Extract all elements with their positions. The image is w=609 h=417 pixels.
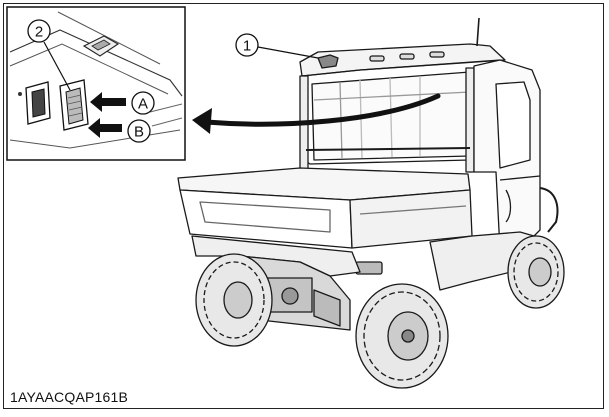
vehicle-drawing [177,17,565,389]
arrow-b [88,118,122,138]
front-right-wheel [507,235,565,309]
work-light-switch [59,79,89,131]
differential [313,289,341,327]
door-window [495,81,531,169]
arrow-a [90,92,126,112]
callout-b-label: B [134,124,144,141]
door-handle [505,189,512,223]
callout-2-leader [43,41,71,91]
pointer-arrow-head [192,108,212,134]
callout-1: 1 [235,33,319,59]
callout-2-circle [27,19,51,43]
dash-edge [9,43,169,95]
pointer-arrow-shaft [203,93,441,127]
rear-left-wheel [195,253,273,347]
callout-1-leader [257,46,319,59]
detail-inset: 2 A B [6,6,186,161]
rocker-switch-left [18,81,51,125]
antenna [476,17,480,47]
window-reflection [389,77,393,158]
dome-light-switch [91,39,111,51]
door-seam [499,175,541,181]
rollbar-post-left [299,75,309,177]
callout-2-label: 2 [35,24,43,41]
hitch [281,287,299,305]
roof-work-light [317,54,339,69]
roof-vent [399,53,415,60]
callout-1-label: 1 [243,38,251,55]
bed-side-rib [359,205,467,215]
callout-a-circle [131,91,155,115]
dash-edge [149,103,183,127]
dash-edge [57,11,161,65]
tailgate-panel [199,201,331,233]
callout-a-label: A [138,96,148,113]
roof-vent [429,51,445,58]
callout-b-circle [127,119,151,143]
brush-guard [539,187,559,233]
figure-code: 1AYAACQAP161B [10,389,129,405]
rear-right-wheel [355,283,449,389]
window-frame-bar [313,91,471,101]
roof-vent [369,55,385,62]
rollbar-crossbar [305,147,471,151]
rollbar-post-right [465,67,475,173]
